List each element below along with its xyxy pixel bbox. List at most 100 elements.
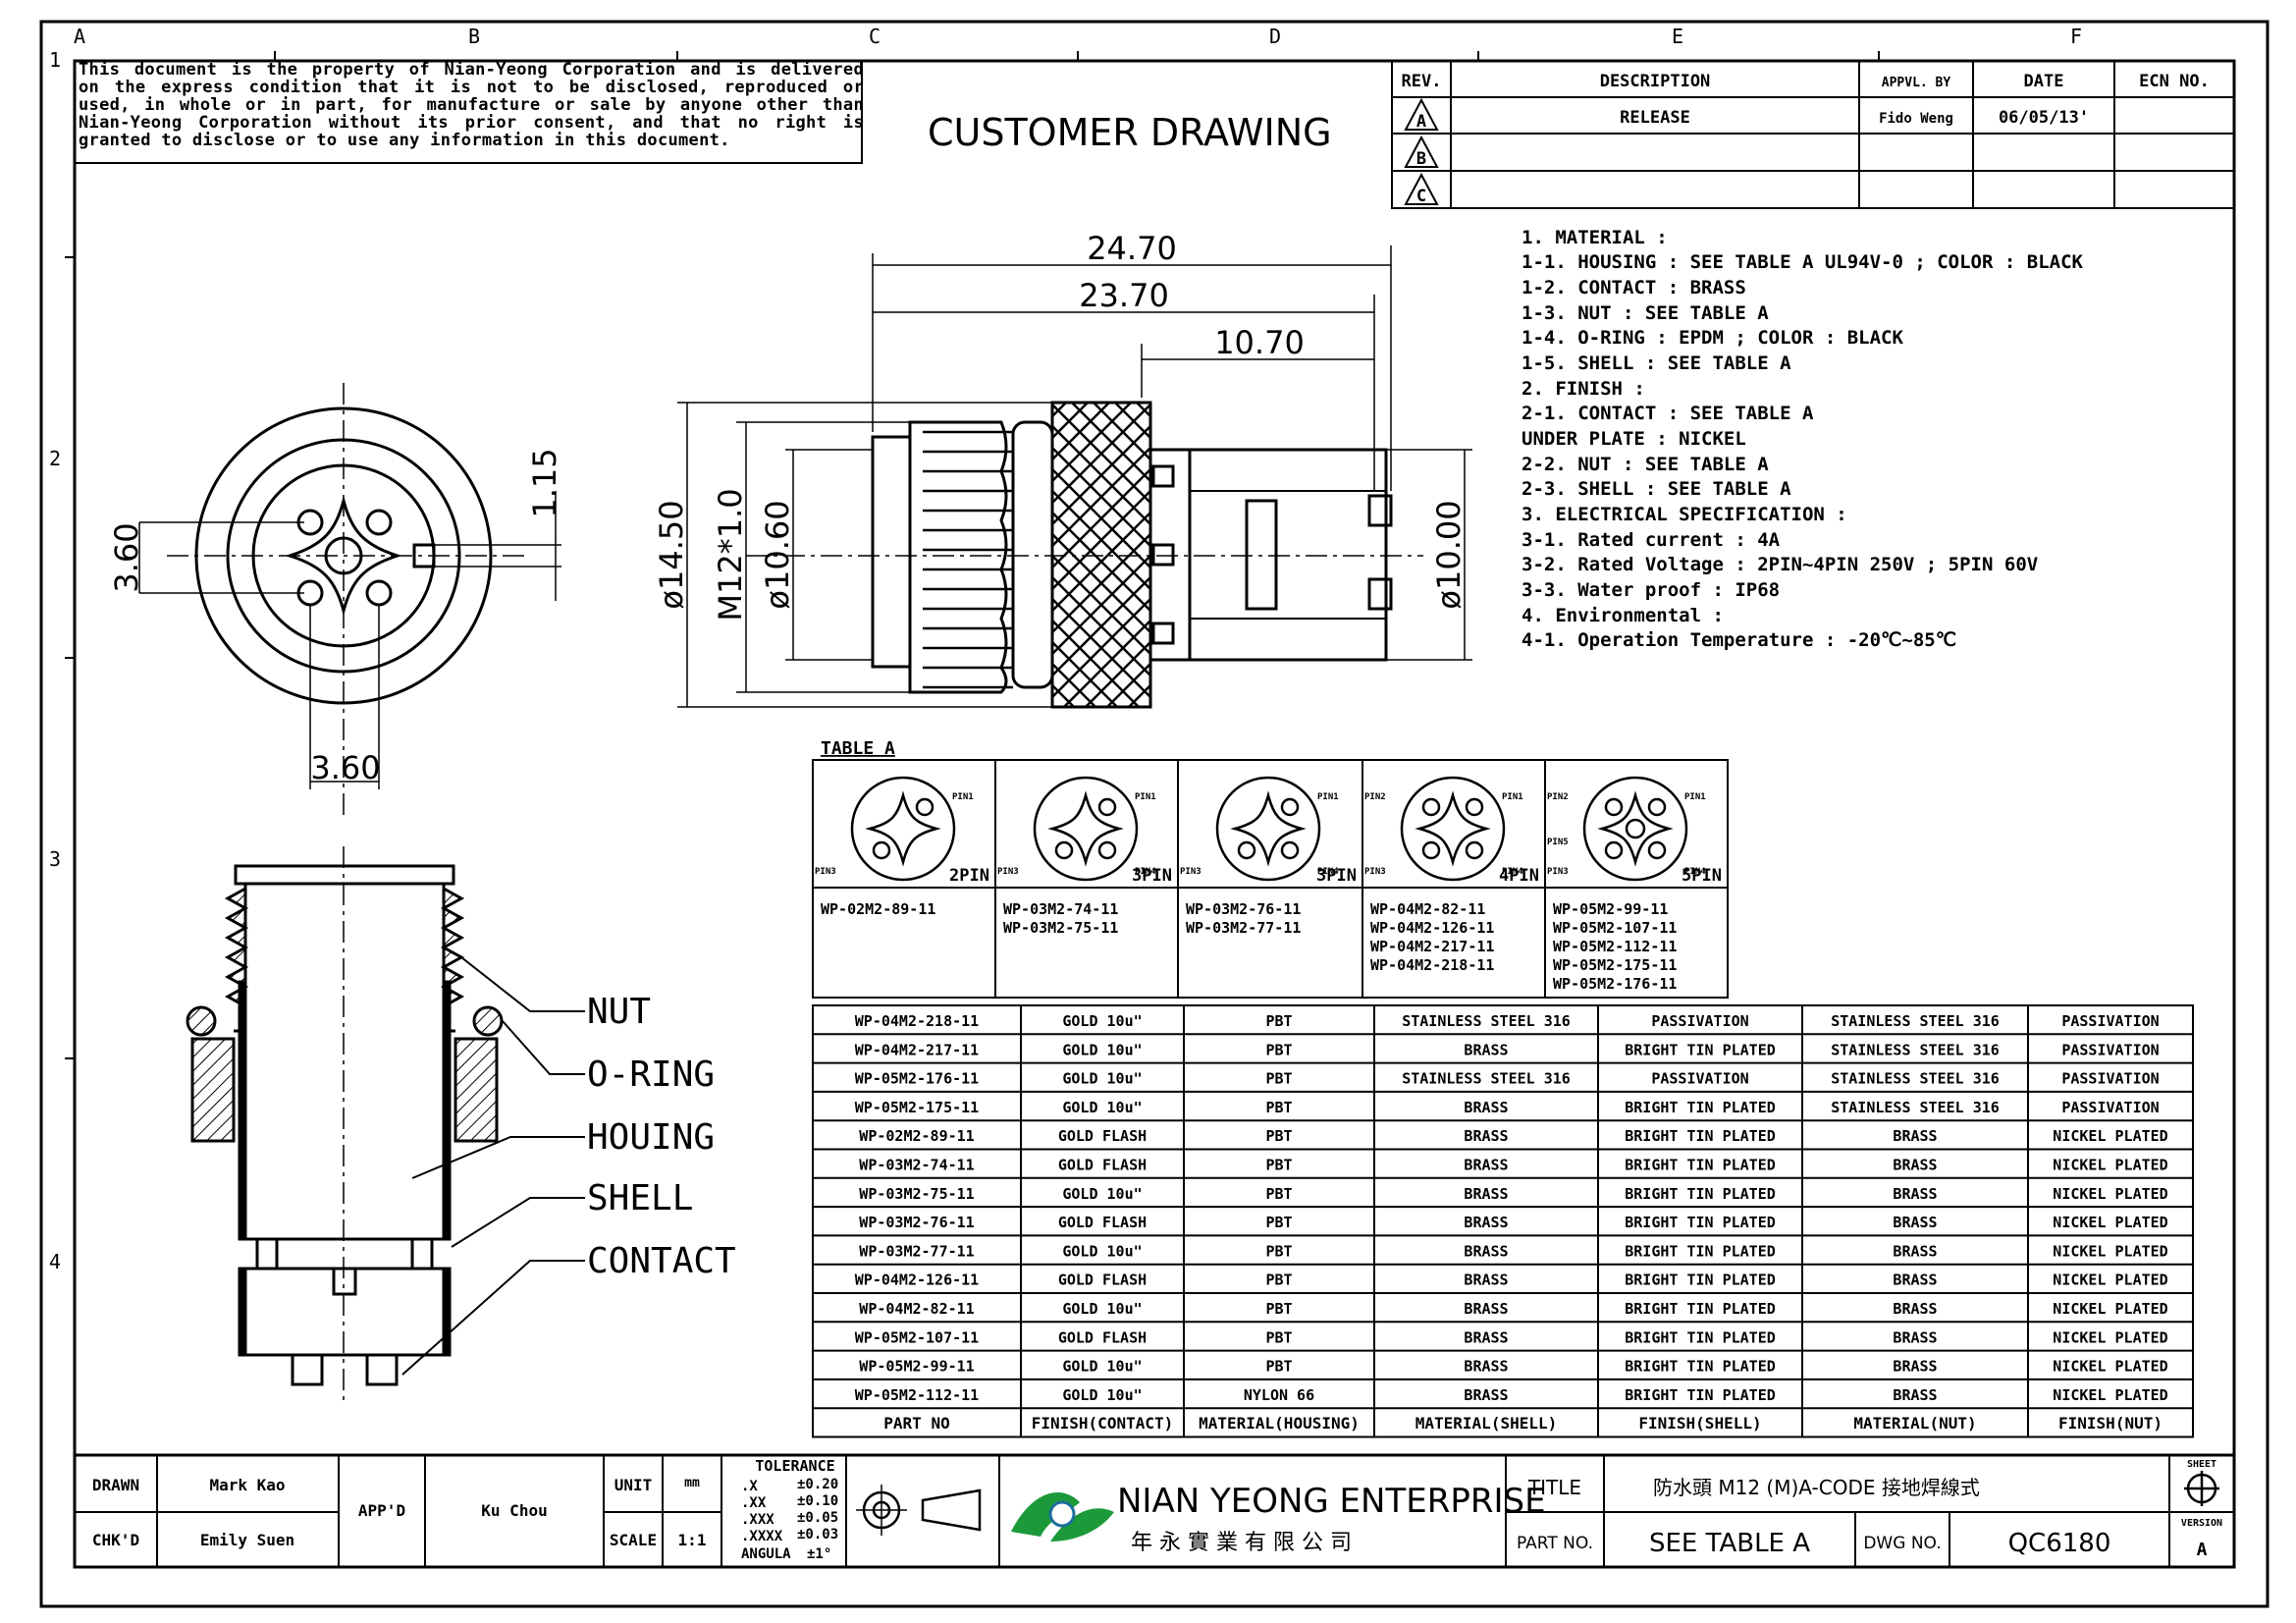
tolerance-key: ANGULA (741, 1546, 791, 1562)
pin-label: PIN5 (1547, 838, 1569, 847)
material-table-cell: GOLD 10u" (1062, 1242, 1142, 1260)
material-table-cell: PBT (1265, 1358, 1292, 1376)
dim-23-70: 23.70 (1079, 277, 1169, 314)
material-table-cell: BRASS (1893, 1328, 1937, 1346)
grid-col-label: C (869, 25, 881, 48)
dim-10-70: 10.70 (1214, 324, 1305, 361)
material-table-cell: PBT (1265, 1012, 1292, 1030)
pin-label: PIN3 (997, 867, 1019, 877)
callout-housing: HOUING (587, 1117, 715, 1158)
material-table-cell: WP-04M2-217-11 (855, 1041, 979, 1058)
material-table-cell: BRIGHT TIN PLATED (1625, 1214, 1776, 1231)
material-table-header: FINISH(CONTACT) (1032, 1414, 1174, 1433)
tolerance-value: ±0.20 (797, 1477, 838, 1492)
part-number: WP-04M2-218-11 (1370, 956, 1494, 974)
material-table-cell: STAINLESS STEEL 316 (1831, 1012, 2000, 1030)
material-table-cell: NICKEL PLATED (2053, 1214, 2167, 1231)
material-table-cell: BRIGHT TIN PLATED (1625, 1358, 1776, 1376)
material-table-cell: BRIGHT TIN PLATED (1625, 1242, 1776, 1260)
pin-label: PIN1 (1317, 792, 1339, 802)
rev-a-label: A (1416, 112, 1426, 132)
material-table-cell: BRASS (1893, 1300, 1937, 1318)
material-table-cell: GOLD 10u" (1062, 1070, 1142, 1088)
material-table-cell: GOLD FLASH (1058, 1271, 1147, 1289)
material-table-cell: PBT (1265, 1099, 1292, 1116)
material-table-cell: PBT (1265, 1328, 1292, 1346)
material-table-cell: STAINLESS STEEL 316 (1402, 1070, 1571, 1088)
material-table-cell: WP-05M2-112-11 (855, 1386, 979, 1404)
callout-labels: NUT O-RING HOUING SHELL CONTACT (587, 992, 736, 1281)
material-table-header: MATERIAL(NUT) (1853, 1414, 1976, 1433)
pin-label: PIN4 (1684, 867, 1706, 877)
material-table-cell: BRIGHT TIN PLATED (1625, 1185, 1776, 1203)
material-table-cell: GOLD 10u" (1062, 1041, 1142, 1058)
dwg-no-label: DWG NO. (1863, 1534, 1941, 1553)
material-table-cell: PASSIVATION (2061, 1070, 2159, 1088)
material-table-cell: WP-02M2-89-11 (859, 1127, 974, 1145)
material-table-cell: PBT (1265, 1271, 1292, 1289)
material-table-cell: BRASS (1464, 1157, 1508, 1174)
material-table-cell: BRIGHT TIN PLATED (1625, 1157, 1776, 1174)
part-number: WP-03M2-76-11 (1186, 900, 1301, 918)
dim-1-15: 1.15 (526, 448, 563, 517)
part-number: WP-04M2-82-11 (1370, 900, 1485, 918)
material-table-cell: BRASS (1464, 1214, 1508, 1231)
dim-3-60-vertical: 3.60 (108, 522, 145, 592)
spec-line: 1. MATERIAL : (1522, 227, 1668, 248)
dim-dia-10-60: ø10.60 (759, 500, 796, 609)
material-table-cell: PBT (1265, 1214, 1292, 1231)
material-table-cell: BRIGHT TIN PLATED (1625, 1271, 1776, 1289)
material-table-header: FINISH(SHELL) (1638, 1414, 1761, 1433)
material-table-cell: STAINLESS STEEL 316 (1831, 1099, 2000, 1116)
material-table-cell: BRASS (1893, 1157, 1937, 1174)
rev-a-description: RELEASE (1620, 108, 1690, 128)
part-number: WP-05M2-175-11 (1553, 956, 1677, 974)
part-number: WP-04M2-217-11 (1370, 938, 1494, 955)
unit-label: UNIT (614, 1476, 653, 1494)
material-table-header: PART NO (883, 1414, 949, 1433)
material-table-cell: BRASS (1464, 1099, 1508, 1116)
notice-box (74, 60, 863, 164)
material-table-cell: PASSIVATION (2061, 1099, 2159, 1116)
pin-label: PIN1 (1135, 792, 1156, 802)
grid-labels: A B C D E F 1 2 3 4 (49, 25, 2082, 1273)
spec-line: 2-3. SHELL : SEE TABLE A (1522, 478, 1791, 500)
confidentiality-notice: This document is the property of Nian-Ye… (79, 61, 864, 149)
material-table-cell: PBT (1265, 1041, 1292, 1058)
material-table-cell: GOLD 10u" (1062, 1099, 1142, 1116)
appvl-header: APPVL. BY (1882, 76, 1951, 90)
material-table-cell: BRIGHT TIN PLATED (1625, 1300, 1776, 1318)
dim-24-70: 24.70 (1087, 230, 1177, 267)
part-number: WP-03M2-77-11 (1186, 919, 1301, 937)
spec-line: 1-3. NUT : SEE TABLE A (1522, 302, 1769, 324)
spec-line: 1-1. HOUSING : SEE TABLE A UL94V-0 ; COL… (1522, 251, 2084, 273)
pin-label: PIN3 (815, 867, 836, 877)
title-block: DRAWN CHK'D Mark Kao Emily Suen APP'D Ku… (73, 1453, 2236, 1569)
material-table-cell: PASSIVATION (1651, 1070, 1748, 1088)
callout-shell: SHELL (587, 1178, 693, 1218)
material-table-cell: PASSIVATION (1651, 1012, 1748, 1030)
part-number: WP-05M2-107-11 (1553, 919, 1677, 937)
pin-label: PIN3 (1364, 867, 1386, 877)
title-value: 防水頭 M12 (M)A-CODE 接地焊線式 (1653, 1476, 1980, 1499)
callout-nut: NUT (587, 992, 651, 1032)
tolerance-key: .XX (741, 1495, 767, 1511)
ecn-header: ECN NO. (2139, 72, 2210, 91)
revision-table: REV. DESCRIPTION APPVL. BY DATE ECN NO. … (1391, 60, 2235, 209)
pin-type-label: 3PIN (1132, 866, 1172, 886)
part-number: WP-05M2-176-11 (1553, 975, 1677, 993)
spec-line: 3. ELECTRICAL SPECIFICATION : (1522, 504, 1847, 525)
material-table-cell: GOLD 10u" (1062, 1386, 1142, 1404)
company-logo-icon (1011, 1492, 1114, 1542)
dim-dia-10-00: ø10.00 (1430, 500, 1468, 609)
spec-line: 3-1. Rated current : 4A (1522, 529, 1781, 551)
part-no-value: SEE TABLE A (1649, 1529, 1810, 1558)
table-a-label: TABLE A (821, 738, 895, 759)
tolerance-key: .XXXX (741, 1529, 783, 1544)
pin-label: PIN4 (1317, 867, 1339, 877)
material-table-cell: PBT (1265, 1242, 1292, 1260)
notice-line: This document is the property of Nian-Ye… (79, 60, 864, 80)
material-table-cell: PBT (1265, 1300, 1292, 1318)
